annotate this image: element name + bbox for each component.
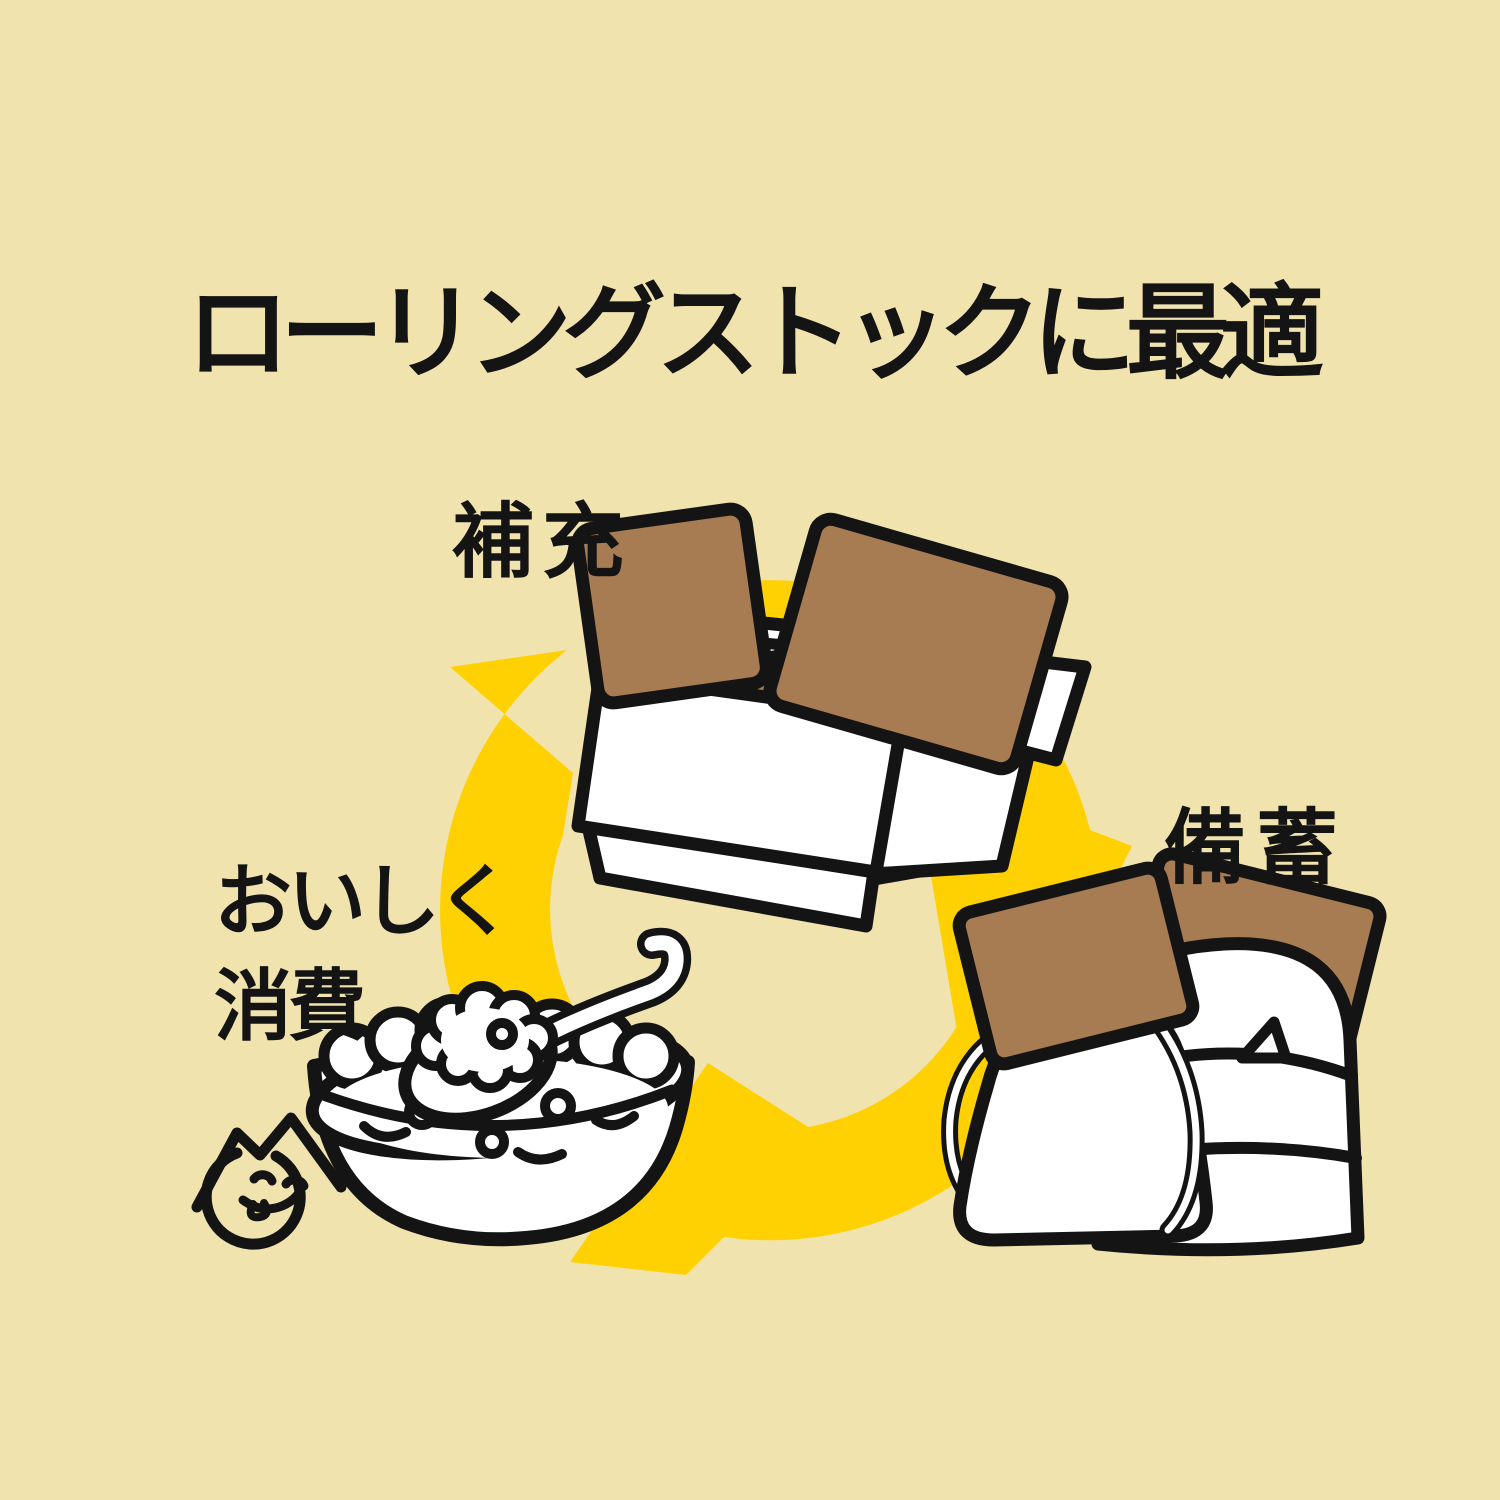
cycle-arrow-right-icon: [570, 956, 1097, 1275]
food-package-icon: [952, 861, 1200, 1071]
step-label-consume-line1: おいしく: [214, 857, 514, 947]
step-label-consume: おいしく消費: [214, 850, 514, 1059]
food-package-icon: [763, 512, 1069, 776]
step-label-replenish: 補充: [452, 495, 633, 590]
step-label-stockpile: 備蓄: [1164, 801, 1349, 896]
spoon-icon: [398, 927, 692, 1126]
page-title: ローリングストックに最適: [185, 272, 1324, 394]
step-label-consume-line2: 消費: [214, 961, 366, 1052]
food-package-icon: [571, 502, 773, 710]
cardboard-box-icon: [571, 502, 1092, 933]
mountain-mascot-icon: [191, 1112, 347, 1250]
stockpile-bags-icon: [941, 847, 1387, 1257]
